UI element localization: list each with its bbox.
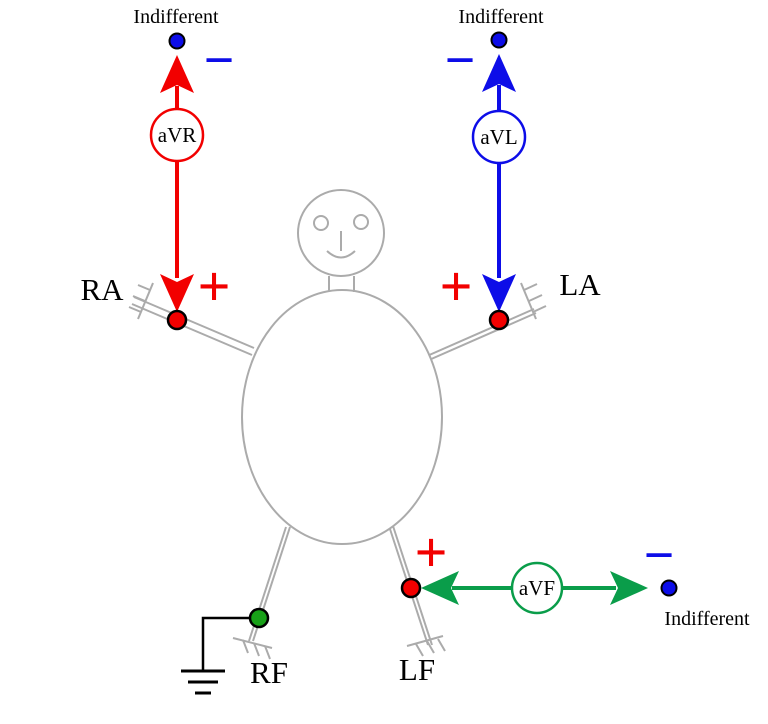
comb-tooth	[128, 306, 142, 313]
avl-indifferent-label: Indifferent	[458, 6, 544, 28]
rf-electrode-label: RF	[250, 655, 288, 690]
la-electrode	[488, 309, 510, 331]
ground-connection: RF	[181, 607, 288, 695]
comb-spine	[406, 635, 444, 647]
rf-electrode	[248, 607, 270, 629]
avf-indifferent-label: Indifferent	[664, 608, 750, 630]
avr-plus-sign: +	[197, 254, 230, 319]
avr-down-arrowhead	[160, 274, 194, 312]
arm-line	[428, 312, 537, 361]
avf-right-arrowhead	[610, 571, 648, 605]
avr-label: aVR	[158, 123, 197, 147]
arm-line	[131, 303, 253, 356]
avl-indifferent-dot	[490, 31, 508, 49]
avl-down-arrowhead	[482, 274, 516, 312]
right-eye	[353, 214, 369, 230]
comb-tooth	[437, 638, 446, 652]
avf-left-arrowhead	[421, 571, 459, 605]
avl-up-arrowhead	[482, 54, 516, 92]
neck	[328, 276, 355, 292]
comb-tooth	[532, 305, 547, 313]
left-eye	[313, 215, 329, 231]
left-foot-comb	[232, 637, 273, 660]
comb-spine	[520, 282, 537, 320]
torso	[241, 289, 443, 545]
right-hand-comb	[520, 282, 547, 320]
avr-up-arrowhead	[160, 55, 194, 93]
avr-lead: Indifferent − aVR + RA	[80, 6, 235, 331]
stick-figure	[128, 189, 547, 660]
comb-tooth	[242, 639, 249, 654]
avl-plus-sign: +	[439, 254, 472, 319]
avf-plus-sign: +	[414, 520, 447, 585]
mouth	[326, 250, 356, 259]
lf-electrode-label: LF	[399, 652, 435, 687]
comb-tooth	[253, 642, 260, 657]
right-arm	[426, 308, 537, 361]
avr-indifferent-label: Indifferent	[133, 6, 219, 28]
left-hand-comb	[128, 282, 154, 320]
avf-indifferent-dot	[660, 579, 678, 597]
avf-label: aVF	[519, 576, 555, 600]
avf-minus-sign: −	[644, 525, 675, 585]
avr-indifferent-dot	[168, 32, 186, 50]
avf-circle	[510, 561, 564, 615]
comb-tooth	[528, 294, 543, 302]
comb-tooth	[132, 295, 146, 302]
avl-label: aVL	[480, 125, 517, 149]
ground-wire	[201, 616, 251, 671]
left-arm	[131, 296, 255, 356]
head	[297, 189, 385, 277]
comb-tooth	[523, 283, 538, 291]
comb-tooth	[264, 645, 271, 660]
arm-line	[133, 296, 255, 349]
right-foot-comb	[406, 635, 446, 657]
comb-tooth	[137, 284, 151, 291]
avr-minus-sign: −	[204, 30, 235, 90]
avl-lead: Indifferent − aVL + LA	[439, 6, 601, 331]
lf-electrode	[400, 577, 422, 599]
la-electrode-label: LA	[559, 267, 601, 302]
comb-tooth	[415, 643, 424, 657]
ra-electrode	[166, 309, 188, 331]
avf-lead: aVF + − Indifferent LF	[399, 520, 750, 687]
comb-tooth	[426, 640, 435, 654]
comb-spine	[137, 282, 154, 320]
arm-line	[426, 308, 535, 357]
ra-electrode-label: RA	[80, 272, 124, 307]
avl-minus-sign: −	[445, 30, 476, 90]
